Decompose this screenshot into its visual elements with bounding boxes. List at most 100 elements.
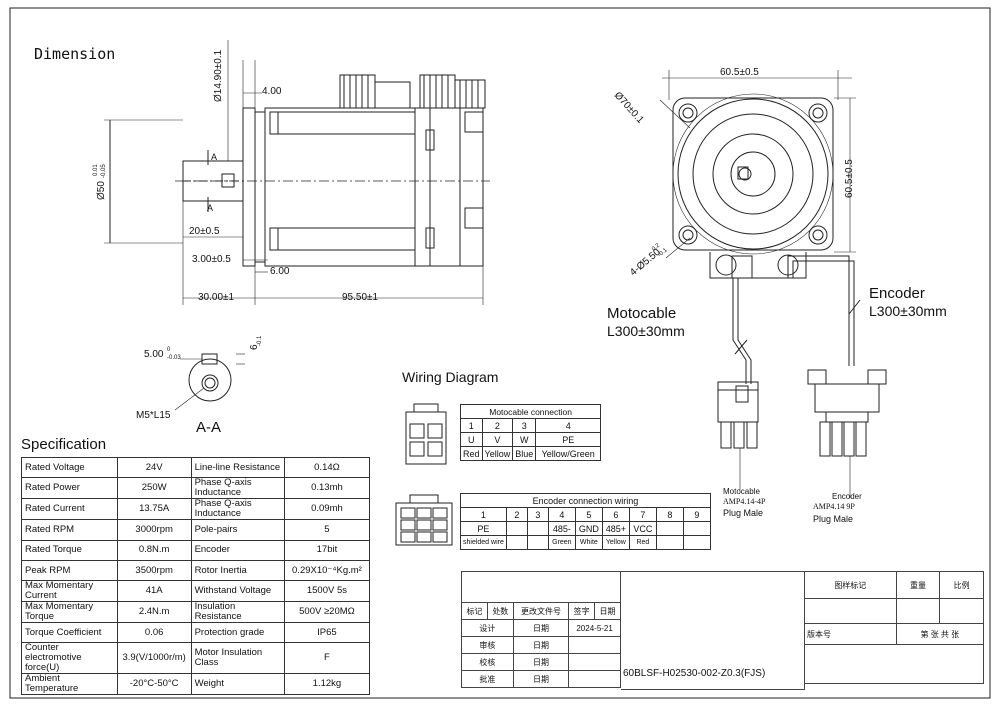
- moto-pin-3: 3: [512, 418, 537, 433]
- tb-review-date: 日期: [512, 636, 570, 654]
- moto-pin-4: 4: [535, 418, 602, 433]
- wiring-title: Wiring Diagram: [402, 369, 499, 385]
- enc-name-5: GND: [574, 521, 603, 536]
- enc-name-4: 485-: [547, 521, 576, 536]
- spec-param: Encoder: [190, 539, 285, 561]
- tb-version: 版本号: [804, 623, 897, 645]
- encoder-table-title: Encoder connection wiring: [460, 493, 711, 508]
- tb-col-doc: 更改文件号: [512, 602, 570, 620]
- encoder-label: Encoder: [869, 285, 925, 302]
- key-width-tol-top: 0: [167, 347, 171, 353]
- enc-color-1: shielded wire: [460, 535, 507, 550]
- enc-name-6: 485+: [601, 521, 630, 536]
- tb-review: 审核: [461, 636, 514, 654]
- tb-page: 第 张 共 张: [895, 623, 985, 645]
- tb-check: 校核: [461, 653, 514, 671]
- spec-title: Specification: [21, 436, 107, 453]
- motocable-label: Motocable: [607, 305, 677, 322]
- dim-6: 6.00: [270, 266, 290, 277]
- moto-color-2: Yellow: [481, 446, 514, 461]
- spec-param: Rated RPM: [21, 519, 118, 541]
- shaft-diameter-dim: Ø14.90±0.1: [213, 49, 224, 102]
- title-block-right: 图样标记 重量 比例 版本号 第 张 共 张: [804, 571, 985, 684]
- spec-value: 24V: [116, 456, 192, 479]
- enc-color-6: Yellow: [601, 535, 630, 550]
- spec-param: Ambient Temperature: [21, 673, 118, 696]
- enc-pin-9: 9: [682, 507, 711, 522]
- dim-30: 30.00±1: [198, 292, 235, 303]
- spec-param: Rotor Inertia: [190, 559, 285, 582]
- tb-col-sign: 签字: [568, 602, 596, 620]
- enc-name-7: VCC: [628, 521, 657, 536]
- spec-value: 1.12kg: [283, 673, 371, 696]
- spec-param: Line-line Resistance: [190, 456, 285, 479]
- spec-param: Rated Torque: [21, 539, 118, 561]
- enc-pin-4: 4: [547, 507, 576, 522]
- connector-faces: [395, 403, 453, 546]
- front-width-dim: 60.5±0.5: [720, 67, 759, 78]
- spec-value: 0.06: [116, 622, 192, 644]
- spec-param: Rated Current: [21, 498, 118, 521]
- enc-color-9: [682, 535, 711, 550]
- motocable-plug-model: AMP4.14-4P: [723, 497, 766, 506]
- spec-param: Weight: [190, 673, 285, 696]
- encoder-length: L300±30mm: [869, 303, 947, 319]
- spec-value: F: [283, 642, 371, 675]
- spec-param: Protection grade: [190, 622, 285, 644]
- pilot-tol-bot: -0.05: [101, 164, 107, 178]
- moto-color-4: Yellow/Green: [535, 446, 602, 461]
- tb-weight: 重量: [895, 571, 941, 599]
- tb-col-date: 日期: [594, 602, 621, 620]
- front-height-dim: 60.5±0.5: [844, 159, 855, 198]
- spec-value: 17bit: [283, 539, 371, 561]
- enc-color-8: [655, 535, 684, 550]
- tb-date-value: 2024-5-21: [568, 619, 621, 637]
- tb-approve-date: 日期: [512, 670, 570, 688]
- moto-name-3: W: [512, 432, 537, 447]
- enc-color-7: Red: [628, 535, 657, 550]
- spec-value: 0.09mh: [283, 498, 371, 521]
- enc-pin-7: 7: [628, 507, 657, 522]
- tb-date-label: 日期: [512, 619, 570, 637]
- enc-name-9: [682, 521, 711, 536]
- tb-mark-a: 图样标记: [804, 571, 897, 599]
- dim-20: 20±0.5: [189, 226, 220, 237]
- moto-pin-2: 2: [481, 418, 514, 433]
- spec-param: Torque Coefficient: [21, 622, 118, 644]
- spec-param: Max Momentary Current: [21, 580, 118, 603]
- motocable-plug-type: Plug Male: [723, 508, 764, 518]
- motor-front-view: [659, 70, 887, 498]
- spec-value: 41A: [116, 580, 192, 603]
- dim-95: 95.50±1: [342, 292, 379, 303]
- spec-value: 250W: [116, 477, 192, 500]
- spec-value: 13.75A: [116, 498, 192, 521]
- drawing-title: Dimension: [34, 45, 116, 63]
- enc-pin-1: 1: [460, 507, 507, 522]
- spec-value: 3000rpm: [116, 519, 192, 541]
- spec-param: Rated Voltage: [21, 456, 118, 479]
- enc-color-5: White: [574, 535, 603, 550]
- tb-approve: 批准: [461, 670, 514, 688]
- spec-param: Max Momentary Torque: [21, 601, 118, 624]
- tb-col-mark: 标记: [461, 602, 488, 620]
- spec-param: Withstand Voltage: [190, 580, 285, 603]
- spec-value: 2.4N.m: [116, 601, 192, 624]
- enc-color-4: Green: [547, 535, 576, 550]
- tb-check-date: 日期: [512, 653, 570, 671]
